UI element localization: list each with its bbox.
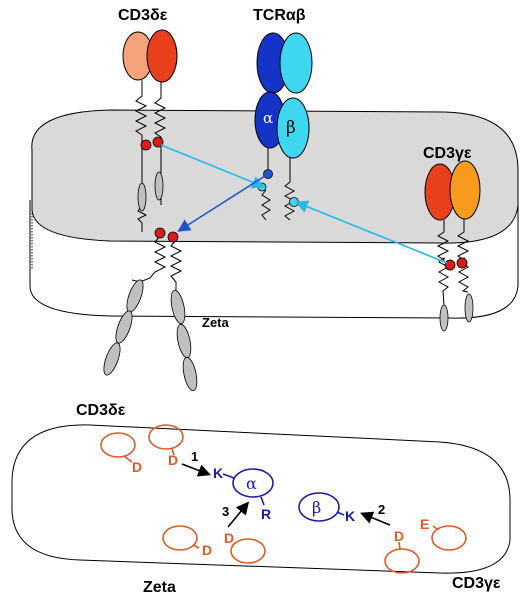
residue-e: E xyxy=(420,516,429,532)
charged-residue-dot xyxy=(152,136,164,148)
label-cd3de-bottom: CD3δε xyxy=(76,402,126,419)
label-tcr-top: TCRαβ xyxy=(253,7,306,24)
itam-domain xyxy=(137,182,147,212)
residue-stick xyxy=(398,541,401,550)
residue-stick xyxy=(336,511,345,516)
zeta-itam xyxy=(182,356,198,392)
link-cd3de-to-tcr-alpha xyxy=(160,144,265,189)
residue-r: R xyxy=(261,506,271,522)
step-label-3: 3 xyxy=(222,504,229,519)
residue-d: D xyxy=(224,530,234,546)
label-cd3ge-top: CD3γε xyxy=(423,145,472,162)
tcr-beta-tm xyxy=(283,158,296,221)
residue-d: D xyxy=(132,459,142,475)
residue-k: K xyxy=(213,465,223,481)
charged-residue-dot xyxy=(444,259,456,271)
cd3ge-tm-left xyxy=(436,220,450,306)
cd3ge-subunit-circle xyxy=(431,525,467,551)
step-arrow-1 xyxy=(181,463,211,477)
zeta-subunit-circle xyxy=(162,525,198,551)
residue-k: K xyxy=(345,508,355,524)
cd3ge-subunit-circle xyxy=(384,548,420,574)
tcr-beta-tm-residue xyxy=(289,197,299,207)
residue-stick xyxy=(123,455,133,463)
tcr-beta-v-domain xyxy=(279,32,313,94)
step-label-1: 1 xyxy=(191,449,198,464)
cd3de-complex xyxy=(122,29,178,232)
residue-stick xyxy=(231,542,236,547)
tcr-beta-chain-label: β xyxy=(286,118,296,138)
tcr-beta-c-domain xyxy=(276,97,310,159)
tcr-alpha-tm xyxy=(261,148,271,221)
step-arrow-3 xyxy=(227,501,250,528)
tcr-complex: α β xyxy=(254,32,313,221)
itam-domain xyxy=(464,293,474,323)
cd3de-subunit-circle xyxy=(100,432,136,458)
residue-stick xyxy=(222,473,235,479)
residue-stick xyxy=(171,448,175,456)
zeta-itam xyxy=(170,289,186,325)
zeta-itam xyxy=(103,342,121,376)
zeta-dimer xyxy=(103,227,198,392)
cd3de-tm-right xyxy=(153,82,167,205)
step-arrow-2 xyxy=(360,511,391,526)
tcr-alpha-symbol: α xyxy=(246,474,257,493)
label-cd3de-top: CD3δε xyxy=(118,7,168,24)
tcr-alpha-circle xyxy=(232,468,274,498)
cd3de-subunit-circle xyxy=(148,424,184,450)
itam-domain xyxy=(439,304,449,332)
label-zeta-bottom: Zeta xyxy=(143,579,176,596)
label-zeta-top: Zeta xyxy=(202,315,230,330)
cd3-epsilon-domain xyxy=(449,160,481,220)
zeta-subunit-circle xyxy=(230,538,266,564)
bottom-schematic: D D α K R D D β K E D 1 2 3 xyxy=(11,402,511,596)
link-cd3ge-to-tcr-beta xyxy=(295,200,448,264)
residue-d: D xyxy=(394,528,404,544)
tcr-beta-circle xyxy=(298,492,340,522)
residue-stick xyxy=(432,525,438,530)
cd3-epsilon-domain xyxy=(146,29,178,83)
itam-domain xyxy=(154,171,164,201)
charged-residue-dot xyxy=(140,139,152,151)
residue-d: D xyxy=(202,542,212,558)
cd3de-tm-left xyxy=(134,80,148,232)
tcr-alpha-chain-label: α xyxy=(263,109,273,127)
charged-residue-dot xyxy=(154,227,166,239)
zeta-chain-right xyxy=(169,239,183,290)
tcr-beta-symbol: β xyxy=(312,498,321,517)
residue-stick xyxy=(192,544,200,549)
residue-d: D xyxy=(168,452,178,468)
label-cd3ge-bottom: CD3γε xyxy=(452,575,501,592)
charged-residue-dot xyxy=(167,231,179,243)
zeta-itam xyxy=(176,323,192,359)
link-tcr-alpha-to-zeta xyxy=(177,173,269,232)
zeta-chain-left xyxy=(131,235,167,283)
residue-stick xyxy=(260,496,265,506)
interaction-lines xyxy=(160,144,448,264)
charged-residue-dot xyxy=(456,257,468,269)
step-label-2: 2 xyxy=(378,502,385,517)
cd3ge-complex xyxy=(424,160,481,332)
